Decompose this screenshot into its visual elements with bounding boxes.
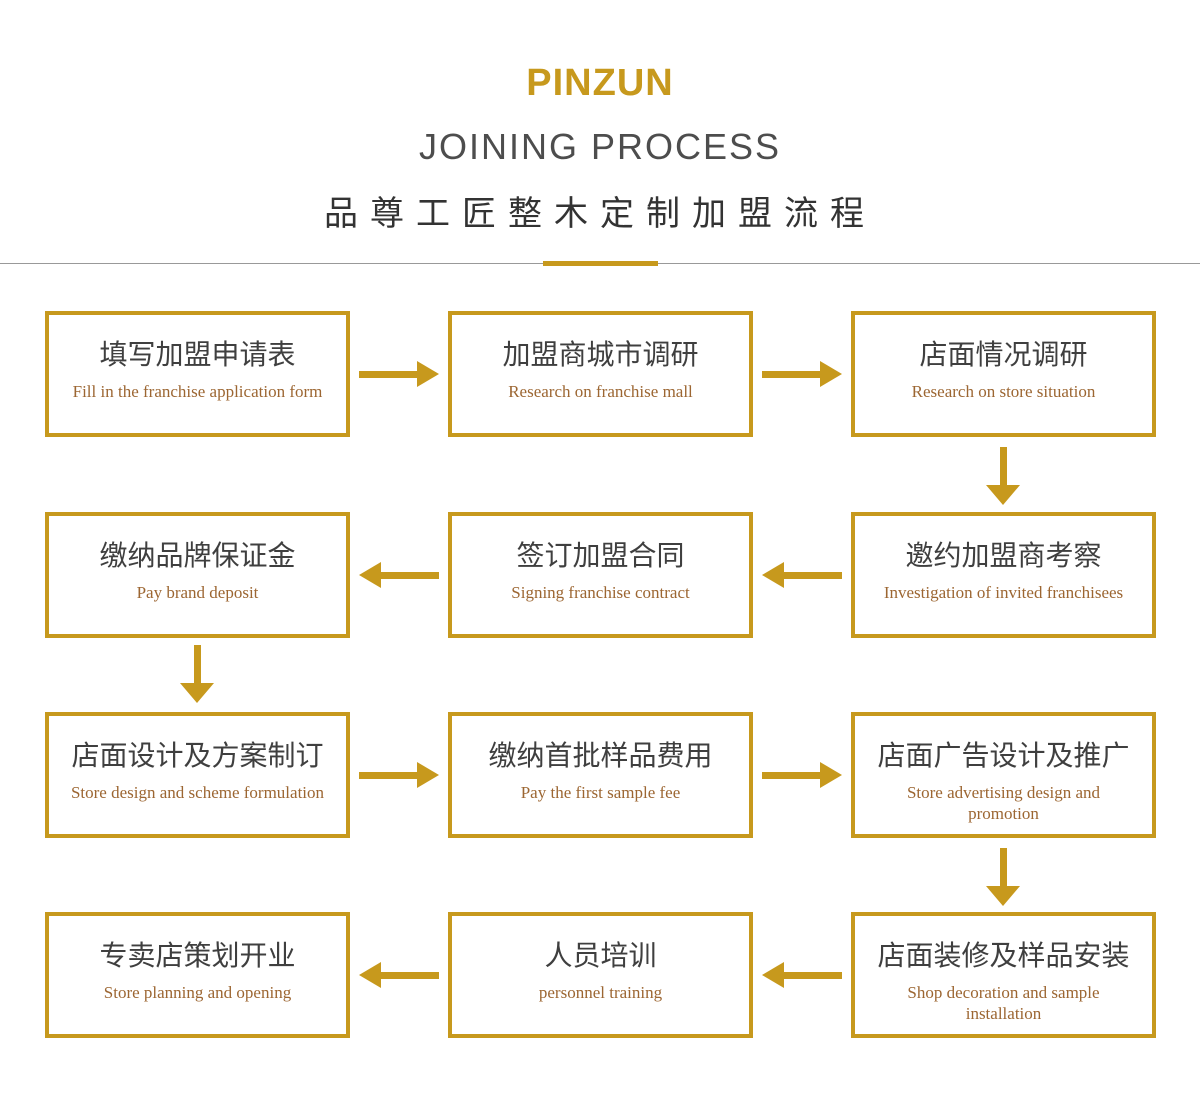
step-title-cn: 店面广告设计及推广 xyxy=(877,740,1130,771)
step-title-cn: 邀约加盟商考察 xyxy=(905,540,1102,571)
step-subtitle-en: personnel training xyxy=(538,983,663,1003)
step-box-9: 店面广告设计及推广 Store advertising design and p… xyxy=(851,712,1156,838)
page-title-cn: 品尊工匠整木定制加盟流程 xyxy=(324,195,876,233)
arrow-down-icon xyxy=(986,848,1020,906)
step-box-1: 填写加盟申请表 Fill in the franchise applicatio… xyxy=(45,311,350,437)
arrow-left-icon xyxy=(359,562,439,588)
arrow-down-icon xyxy=(986,447,1020,505)
step-box-11: 人员培训 personnel training xyxy=(448,912,753,1038)
step-box-12: 专卖店策划开业 Store planning and opening xyxy=(45,912,350,1038)
step-subtitle-en: Signing franchise contract xyxy=(511,583,690,603)
arrow-left-icon xyxy=(762,962,842,988)
step-title-cn: 店面设计及方案制订 xyxy=(71,740,324,771)
step-title-cn: 专卖店策划开业 xyxy=(99,940,296,971)
arrow-right-icon xyxy=(359,361,439,387)
arrow-right-icon xyxy=(762,762,842,788)
step-title-cn: 人员培训 xyxy=(544,940,657,971)
step-subtitle-en: Fill in the franchise application form xyxy=(72,382,323,402)
step-title-cn: 店面装修及样品安装 xyxy=(877,940,1130,971)
arrow-down-icon xyxy=(180,645,214,703)
step-title-cn: 缴纳首批样品费用 xyxy=(488,740,713,771)
arrow-left-icon xyxy=(359,962,439,988)
step-subtitle-en: Store advertising design and promotion xyxy=(906,783,1101,824)
step-subtitle-en: Investigation of invited franchisees xyxy=(883,583,1124,603)
step-box-8: 缴纳首批样品费用 Pay the first sample fee xyxy=(448,712,753,838)
step-box-7: 店面设计及方案制订 Store design and scheme formul… xyxy=(45,712,350,838)
arrow-right-icon xyxy=(359,762,439,788)
brand-title: PINZUN xyxy=(526,62,674,104)
step-title-cn: 缴纳品牌保证金 xyxy=(99,540,296,571)
step-subtitle-en: Pay the first sample fee xyxy=(520,783,681,803)
step-subtitle-en: Shop decoration and sample installation xyxy=(907,983,1100,1024)
step-subtitle-en: Store planning and opening xyxy=(103,983,292,1003)
step-title-cn: 签订加盟合同 xyxy=(516,540,685,571)
step-title-cn: 店面情况调研 xyxy=(919,339,1088,370)
arrow-left-icon xyxy=(762,562,842,588)
step-box-6: 缴纳品牌保证金 Pay brand deposit xyxy=(45,512,350,638)
step-title-cn: 加盟商城市调研 xyxy=(502,339,699,370)
divider-accent-bar xyxy=(543,261,658,266)
step-box-3: 店面情况调研 Research on store situation xyxy=(851,311,1156,437)
page-title-en: JOINING PROCESS xyxy=(418,126,782,167)
step-subtitle-en: Pay brand deposit xyxy=(136,583,259,603)
arrow-right-icon xyxy=(762,361,842,387)
step-box-10: 店面装修及样品安装 Shop decoration and sample ins… xyxy=(851,912,1156,1038)
step-subtitle-en: Store design and scheme formulation xyxy=(70,783,325,803)
step-title-cn: 填写加盟申请表 xyxy=(99,339,296,370)
step-subtitle-en: Research on franchise mall xyxy=(508,382,693,402)
step-box-2: 加盟商城市调研 Research on franchise mall xyxy=(448,311,753,437)
step-subtitle-en: Research on store situation xyxy=(911,382,1096,402)
step-box-4: 邀约加盟商考察 Investigation of invited franchi… xyxy=(851,512,1156,638)
step-box-5: 签订加盟合同 Signing franchise contract xyxy=(448,512,753,638)
